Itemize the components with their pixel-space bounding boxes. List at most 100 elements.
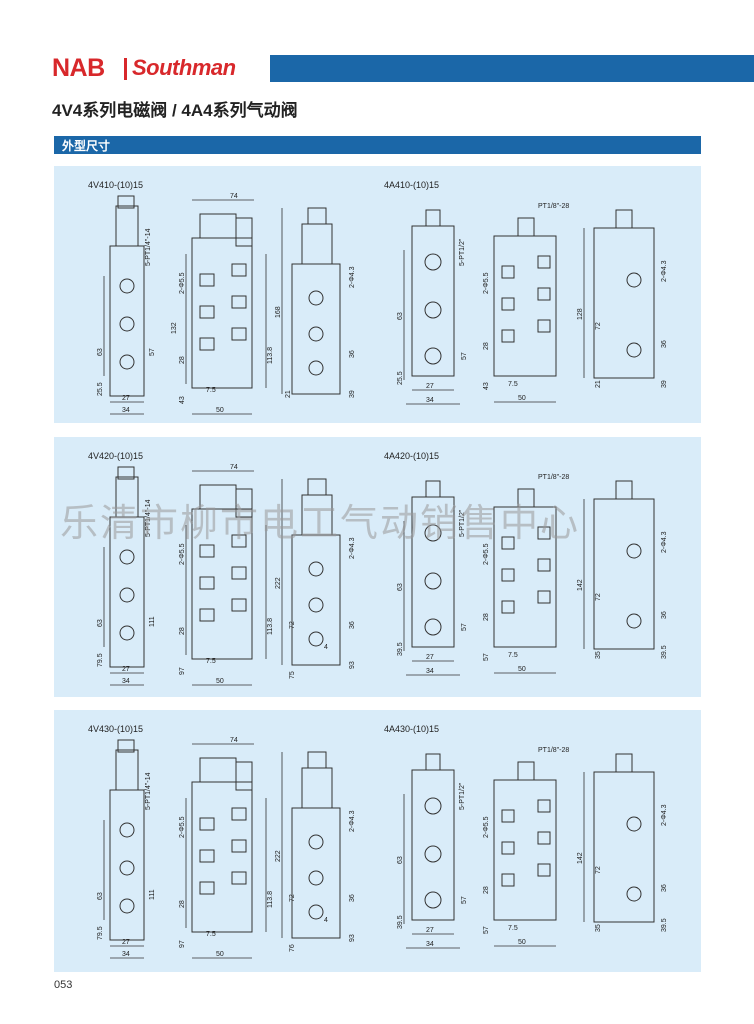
dim-72: 72 [289,621,296,629]
dim-63: 63 [97,348,104,356]
port-callout: 5-PT1/4"-14 [145,228,152,266]
right-model-label: 4A430-(10)15 [384,724,439,734]
right-dim-lower: 39.5 [397,915,404,929]
left-model-label: 4V420-(10)15 [88,451,143,461]
header-band [270,55,754,82]
right-dim-2-5-5: 2-Φ5.5 [483,272,490,294]
right-dim-27: 27 [426,927,434,934]
right-dim-28: 28 [483,342,490,350]
dim-36: 36 [349,350,356,358]
dim-63: 63 [97,892,104,900]
right-dim-50: 50 [518,395,526,402]
port-callout: 5-PT1/4"-14 [145,772,152,810]
right-dim-63: 63 [397,312,404,320]
right-dim-height: 142 [577,852,584,864]
right-dim-27: 27 [426,383,434,390]
right-dim-36: 36 [661,611,668,619]
right-dim-34: 34 [426,941,434,948]
dim-63: 63 [97,619,104,627]
dim-113-8: 113.8 [267,618,274,635]
section-label: 外型尺寸 [62,139,111,153]
right-dim-72: 72 [595,322,602,330]
panel-drawing: 4V420-(10)15 4A420-(10)15 63 79.5 111 5-PT1/4… [88,451,668,686]
dim-72: 72 [289,894,296,902]
brand-divider [124,58,127,80]
dim-2-5-5: 2-Φ5.5 [179,543,186,565]
dim-2-4-3: 2-Φ4.3 [349,810,356,832]
right-dim-lower-front: 57 [483,926,490,934]
right-dim-28: 28 [483,886,490,894]
dim-36: 36 [349,894,356,902]
right-model-label: 4A420-(10)15 [384,451,439,461]
right-dim-height: 142 [577,579,584,591]
dim-75: 75 [289,671,296,679]
drawing-panel-3: 4V430-(10)15 4A430-(10)15 63 79.5 111 5-PT1/4… [54,710,701,972]
right-dim-63: 63 [397,856,404,864]
dim-bottom-left: 79.5 [97,926,104,940]
right-dim-right: 57 [461,352,468,360]
page-number: 053 [54,979,73,991]
dim-50: 50 [216,951,224,958]
left-model-label: 4V430-(10)15 [88,724,143,734]
right-dim-50: 50 [518,939,526,946]
right-dim-7-5: 7.5 [508,381,518,388]
left-model-label: 4V410-(10)15 [88,180,143,190]
dim-right: 111 [149,616,156,627]
right-dim-right: 57 [461,623,468,631]
dim-28: 28 [179,900,186,908]
dim-lower: 97 [179,667,186,675]
right-port-callout: 5-PT1/2" [459,782,466,810]
dim-50: 50 [216,678,224,685]
right-dim-2-5-5: 2-Φ5.5 [483,543,490,565]
watermark-text: 乐清市柳市电工气动销售中心 [60,501,581,545]
dim-132: 132 [171,322,178,334]
dim-4: 4 [324,644,328,651]
dim-27: 27 [122,395,130,402]
section-header: 外型尺寸 [54,136,701,154]
right-dim-side-lower: 39.5 [661,645,668,659]
dim-28: 28 [179,627,186,635]
dim-113-8: 113.8 [267,347,274,364]
panel-drawing: 4V410-(10)15 4A410-(10)15 63 25.5 57 5-PT1/4"… [88,180,668,415]
right-model-label: 4A410-(10)15 [384,180,439,190]
dim-side-lower: 39 [349,390,356,398]
right-dim-72: 72 [595,866,602,874]
dim-lower: 43 [179,396,186,404]
right-dim-21: 21 [595,380,602,388]
brand-logo-southman: Southman [132,55,236,80]
dim-height: 168 [275,306,282,318]
right-dim-2-4-3: 2-Φ4.3 [661,531,668,553]
dim-74: 74 [230,193,238,200]
dim-7-5: 7.5 [206,931,216,938]
brand-header: NAB Southman [0,50,754,84]
right-dim-lower: 25.5 [397,371,404,385]
dim-50: 50 [216,407,224,414]
dim-34: 34 [122,407,130,414]
dim-7-5: 7.5 [206,387,216,394]
dim-right: 111 [149,889,156,900]
right-dim-28: 28 [483,613,490,621]
dim-2-4-3: 2-Φ4.3 [349,537,356,559]
drawing-panel-2: 4V420-(10)15 4A420-(10)15 63 79.5 111 5-PT1/4… [54,437,701,697]
dim-pt18: PT1/8"-28 [538,474,569,481]
dim-side-lower: 93 [349,661,356,669]
dim-27: 27 [122,939,130,946]
dim-lower: 97 [179,940,186,948]
right-dim-36: 36 [661,884,668,892]
port-callout: 5-PT1/4"-14 [145,499,152,537]
dim-21: 21 [285,390,292,398]
right-dim-63: 63 [397,583,404,591]
panel-drawing: 4V430-(10)15 4A430-(10)15 63 79.5 111 5-PT1/4… [88,724,668,959]
dim-pt18: PT1/8"-28 [538,203,569,210]
dim-34: 34 [122,678,130,685]
right-dim-7-5: 7.5 [508,652,518,659]
right-dim-lower-front: 43 [483,382,490,390]
right-dim-34: 34 [426,668,434,675]
dim-7-5: 7.5 [206,658,216,665]
right-dim-right: 57 [461,896,468,904]
dim-75: 76 [289,944,296,952]
dim-height: 222 [275,850,282,862]
dim-side-lower: 93 [349,934,356,942]
dim-bottom-left: 79.5 [97,653,104,667]
right-dim-50: 50 [518,666,526,673]
